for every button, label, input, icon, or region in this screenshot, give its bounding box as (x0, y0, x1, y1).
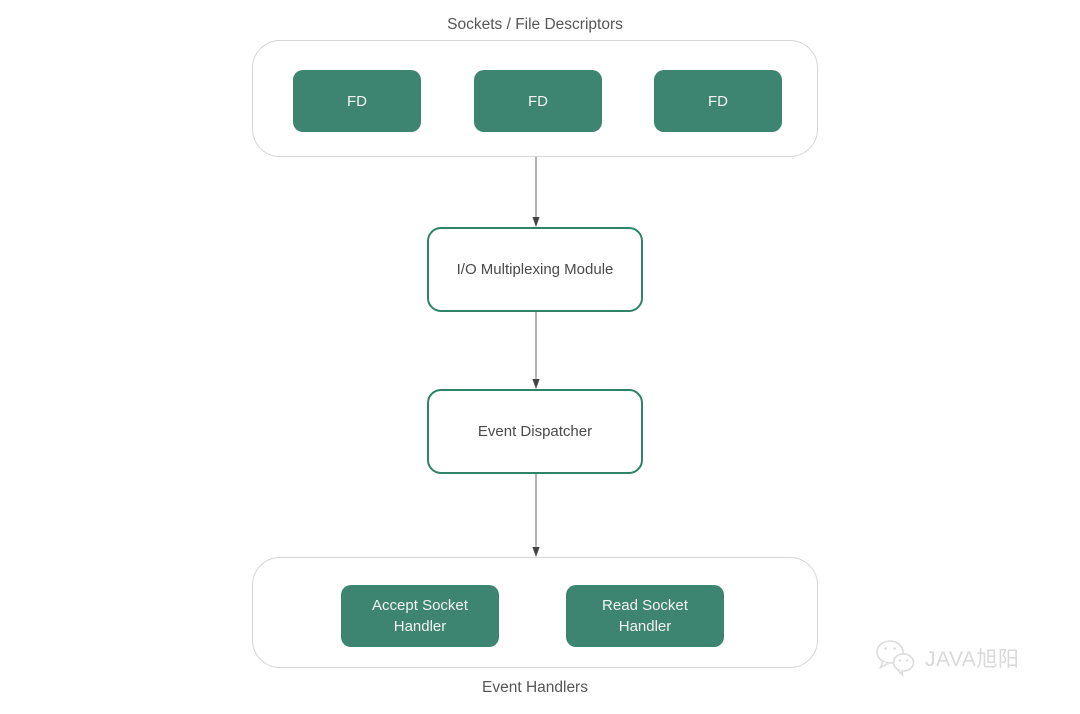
watermark-text: JAVA旭阳 (925, 648, 1020, 671)
read-socket-handler-node: Read Socket Handler (566, 585, 724, 647)
accept-socket-handler-node: Accept Socket Handler (341, 585, 499, 647)
event-handlers-group-title: Event Handlers (482, 679, 588, 696)
io-multiplexing-module-label: I/O Multiplexing Module (456, 261, 614, 278)
fd-node: FD (293, 70, 421, 132)
wechat-icon (876, 640, 915, 678)
event-dispatcher-label: Event Dispatcher (477, 423, 593, 440)
sockets-group-title: Sockets / File Descriptors (447, 16, 623, 33)
fd-node: FD (474, 70, 602, 132)
sockets-container: FD FD FD (252, 40, 818, 157)
arrow-down-icon (532, 312, 540, 389)
watermark: JAVA旭阳 (874, 638, 1019, 678)
event-handlers-container: Accept Socket Handler Read Socket Handle… (252, 557, 818, 668)
event-dispatcher-node: Event Dispatcher (427, 389, 643, 474)
arrow-down-icon (532, 157, 540, 227)
arrow-down-icon (532, 474, 540, 557)
fd-node: FD (654, 70, 782, 132)
io-multiplexing-module-node: I/O Multiplexing Module (427, 227, 643, 312)
